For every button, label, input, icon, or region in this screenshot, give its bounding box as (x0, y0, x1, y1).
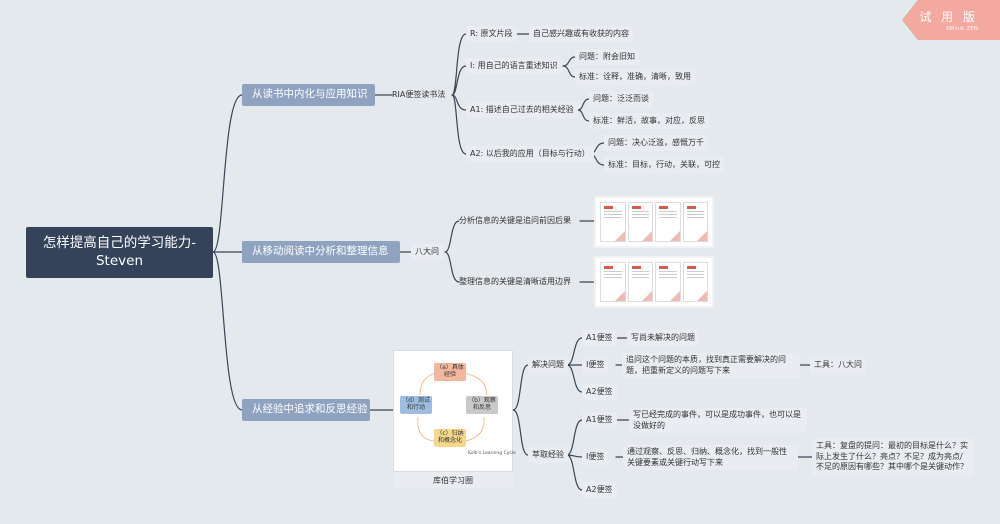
topic-eight-questions[interactable]: 八大问 (411, 244, 443, 260)
topic-i-restate[interactable]: I: 用自己的语言重述知识 (466, 58, 562, 74)
topic-i-standard[interactable]: 标准：诠释，准确，清晰，致用 (575, 69, 695, 85)
watermark-title: 试 用 版 (919, 10, 978, 24)
topic-a1-problem[interactable]: 问题：泛泛而谈 (589, 91, 653, 107)
image-analyze-cards[interactable] (594, 196, 714, 248)
topic-extract-a1[interactable]: A1便签 (582, 412, 617, 428)
topic-a2-problem[interactable]: 问题：决心泛滥，感慨万千 (604, 135, 708, 151)
card-thumb (600, 202, 626, 242)
card-thumb (600, 262, 626, 302)
kolb-caption[interactable]: 库伯学习圈 (393, 472, 513, 488)
root-topic[interactable]: 怎样提高自己的学习能力-Steven (26, 227, 213, 278)
kolb-stage-c: （c）归纳和概念化 (434, 429, 466, 447)
topic-organize-info[interactable]: 整理信息的关键是清晰适用边界 (459, 276, 571, 286)
topic-solve-i-tool[interactable]: 工具：八大问 (810, 357, 866, 373)
branch-mobile-reading[interactable]: 从移动阅读中分析和整理信息 (242, 241, 400, 263)
kolb-stage-a: （a）具体经验 (434, 363, 466, 381)
card-thumb (655, 262, 681, 302)
topic-r-content[interactable]: 自己感兴趣或有收获的内容 (529, 26, 633, 42)
connector-root-branch1 (212, 94, 243, 253)
card-thumb (682, 202, 708, 242)
topic-extract-i-text[interactable]: 通过观察、反思、归纳、概念化，找到一般性关键要素或关键行动写下来 (623, 445, 798, 470)
topic-solve-a2[interactable]: A2便签 (582, 384, 617, 400)
connector-method-items (451, 33, 467, 155)
topic-analyze-info[interactable]: 分析信息的关键是追问前因后果 (459, 215, 571, 225)
topic-extract-a1-text[interactable]: 写已经完成的事件，可以是成功事件，也可以是没做好的 (629, 408, 807, 433)
topic-extract-i[interactable]: I便签 (582, 449, 609, 465)
card-thumb (627, 202, 653, 242)
topic-extract-i-tool[interactable]: 工具：复盘的提问：最初的目标是什么？实际上发生了什么？亮点？不足？成为亮点/不足… (812, 438, 974, 476)
topic-ria-method[interactable]: RIA便签读书法 (392, 89, 446, 99)
topic-solve-a1-text[interactable]: 写尚未解决的问题 (627, 330, 699, 346)
branch-experience[interactable]: 从经验中追求和反思经验 (242, 399, 370, 421)
topic-solve-problem[interactable]: 解决问题 (528, 357, 568, 373)
branch-reading[interactable]: 从读书中内化与应用知识 (242, 84, 375, 106)
card-thumb (627, 262, 653, 302)
topic-i-problem[interactable]: 问题：附会旧知 (575, 49, 639, 65)
topic-solve-a1[interactable]: A1便签 (582, 330, 617, 346)
trial-watermark: 试 用 版 XMind: ZEN (902, 0, 1000, 40)
card-thumb (655, 202, 681, 242)
topic-r-excerpt[interactable]: R: 原文片段 (466, 26, 517, 42)
topic-a2-standard[interactable]: 标准：目标，行动，关联，可控 (604, 157, 724, 173)
kolb-cycle-arrows (417, 372, 487, 442)
card-thumb (682, 262, 708, 302)
image-kolb-cycle[interactable]: （a）具体经验 （b）观察和反思 （c）归纳和概念化 （d）测试和行动 Kolb… (393, 350, 516, 472)
kolb-stage-b: （b）观察和反思 (466, 396, 498, 414)
kolb-stage-d: （d）测试和行动 (400, 396, 432, 414)
kolb-title: Kolb's Learning Cycle (468, 451, 516, 456)
topic-a1-standard[interactable]: 标准：鲜活，故事，对应，反思 (589, 113, 709, 129)
topic-extract-experience[interactable]: 萃取经验 (528, 447, 568, 463)
topic-solve-i[interactable]: I便签 (582, 357, 609, 373)
connector-root-branch3 (212, 251, 243, 411)
image-organize-cards[interactable] (594, 256, 714, 308)
topic-extract-a2[interactable]: A2便签 (582, 482, 617, 498)
topic-solve-i-text[interactable]: 追问这个问题的本质，找到真正需要解决的问题，把重新定义的问题写下来 (622, 353, 800, 378)
watermark-subtitle: XMind: ZEN (946, 26, 978, 32)
topic-a1-experience[interactable]: A1: 描述自己过去的相关经验 (466, 102, 578, 118)
topic-a2-application[interactable]: A2: 以后我的应用（目标与行动） (466, 146, 594, 162)
